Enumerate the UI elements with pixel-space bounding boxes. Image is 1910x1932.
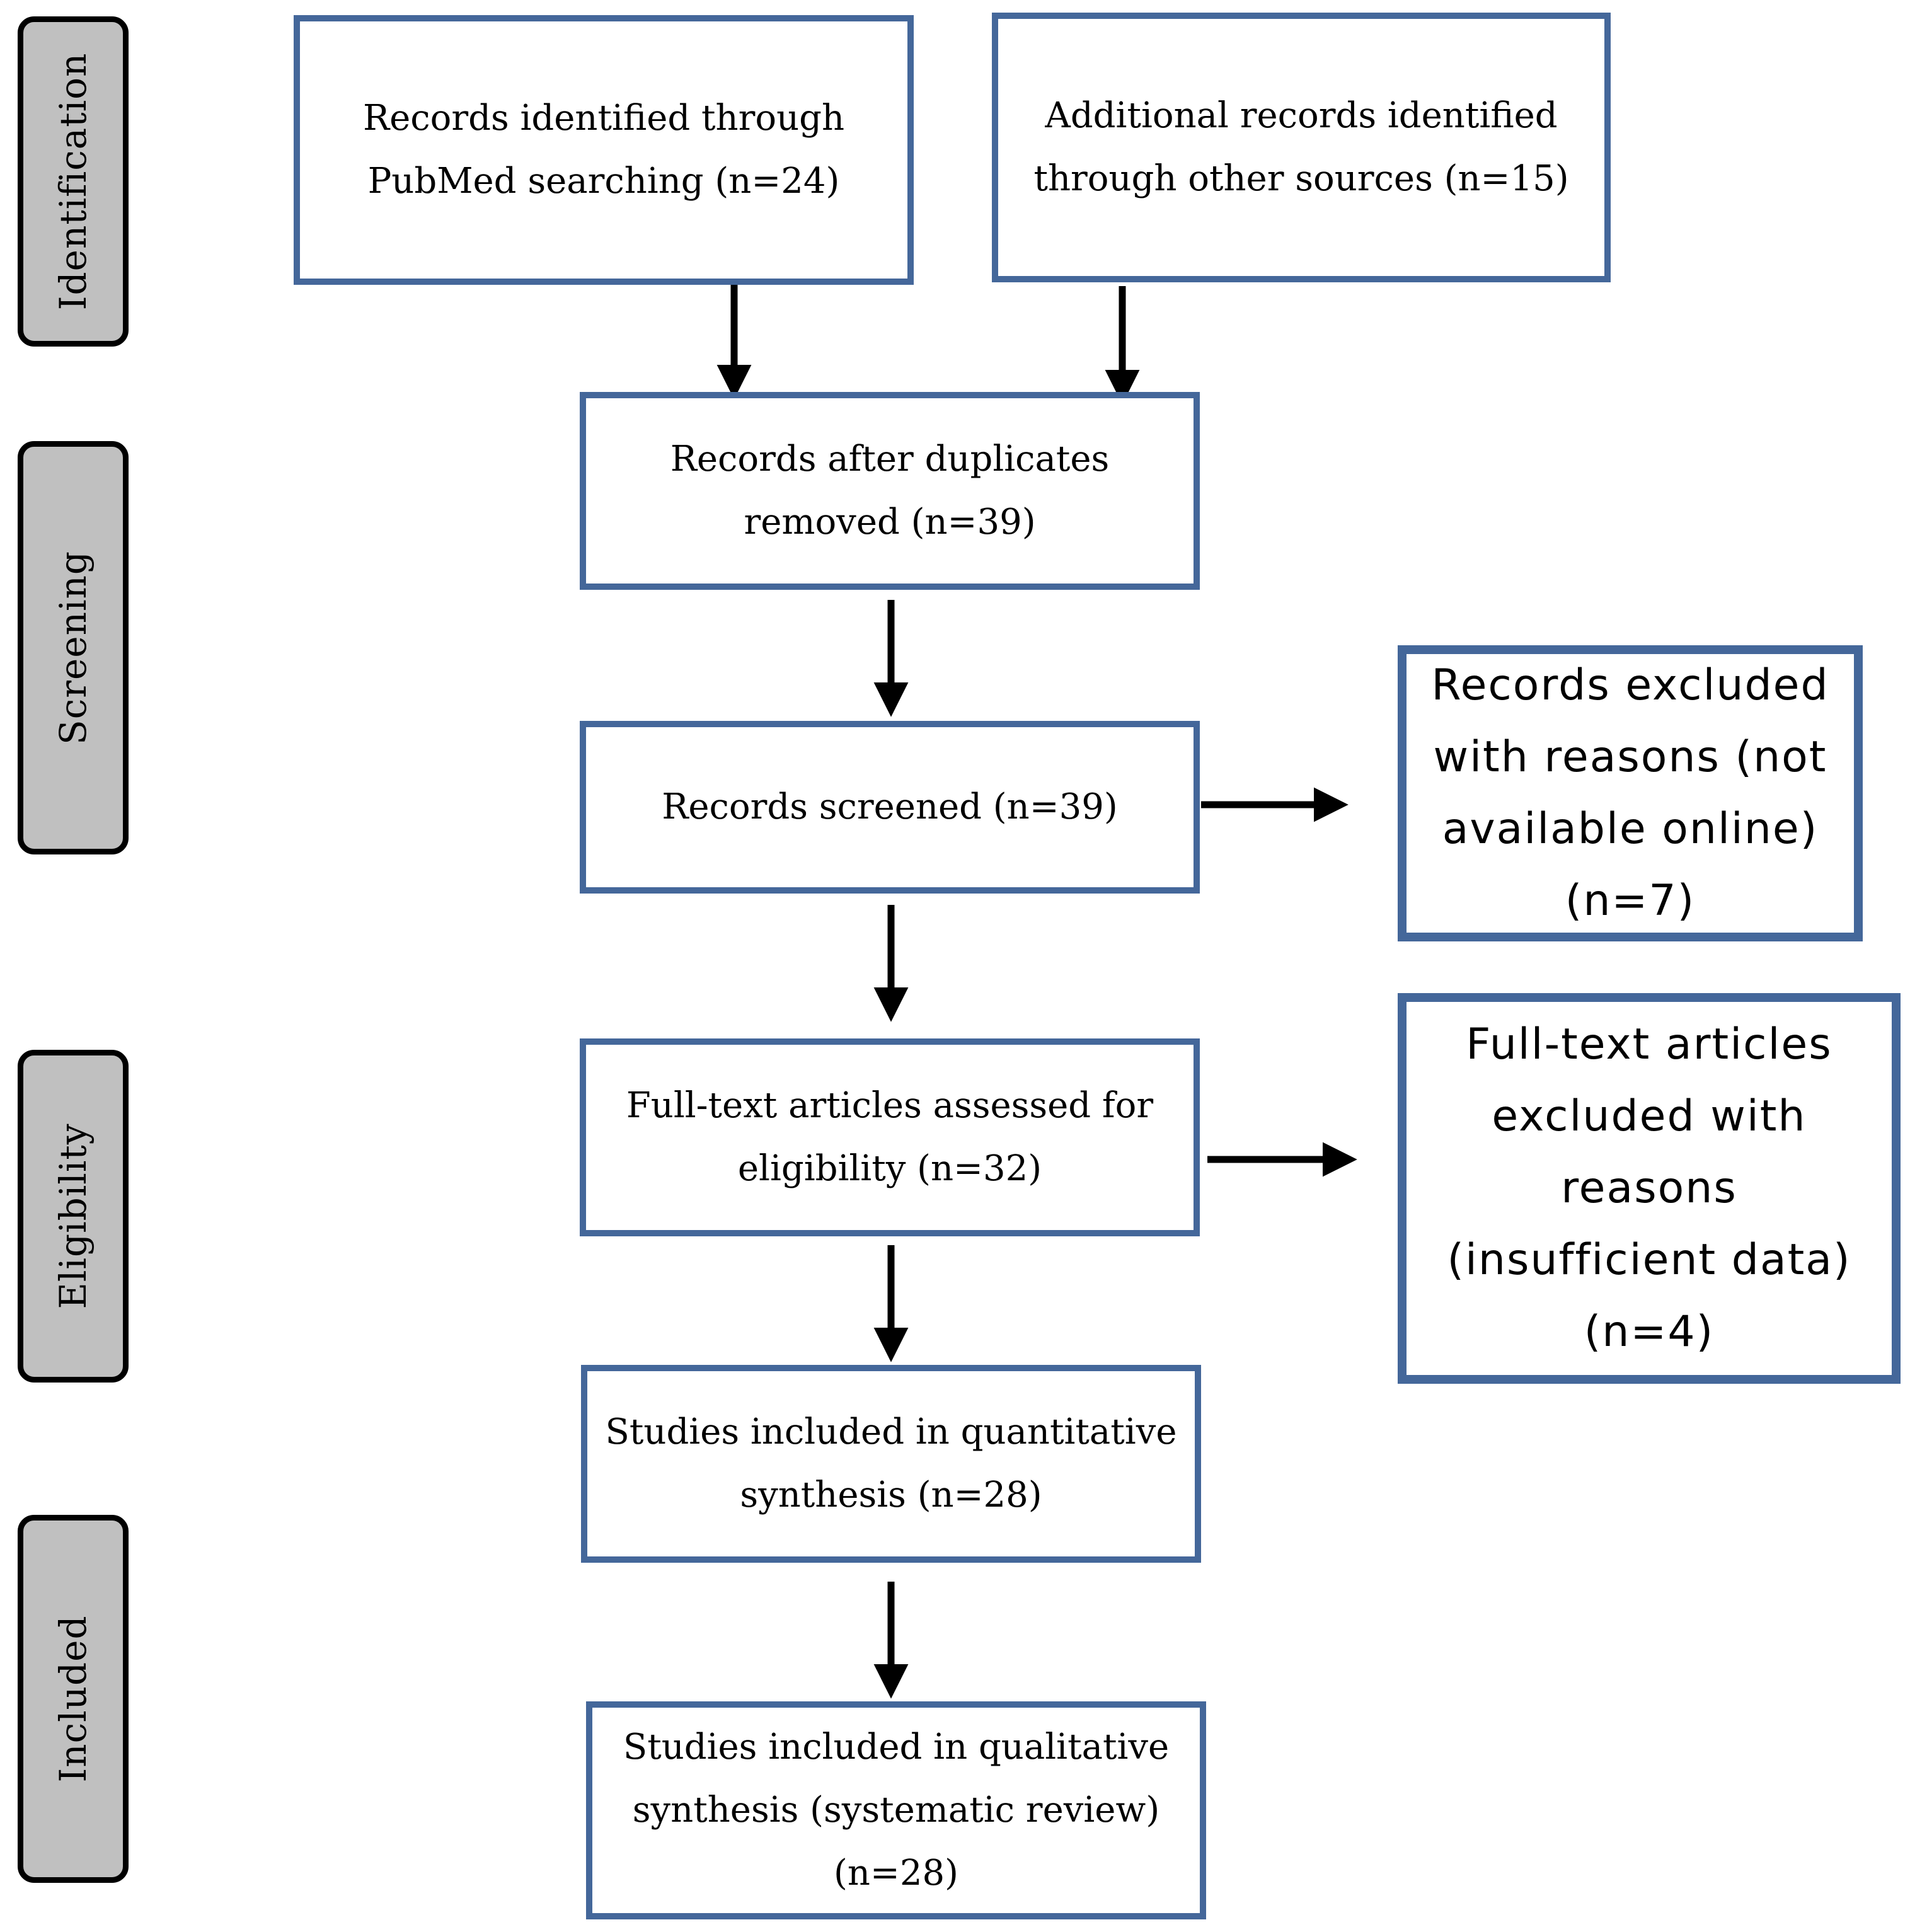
box-fulltext-excluded-text: Full-text articles excluded with reasons…: [1447, 1020, 1851, 1357]
box-quantitative-synthesis-text: Studies included in quantitative synthes…: [605, 1412, 1177, 1515]
box-qualitative-synthesis: Studies included in qualitative synthesi…: [586, 1701, 1206, 1919]
stage-identification: Identification: [18, 16, 129, 347]
box-records-screened: Records screened (n=39): [580, 721, 1200, 894]
box-records-excluded-text: Records excluded with reasons (not avail…: [1431, 660, 1829, 926]
stage-included: Included: [18, 1515, 129, 1883]
box-other-sources: Additional records identified through ot…: [992, 13, 1611, 282]
box-quantitative-synthesis: Studies included in quantitative synthes…: [581, 1365, 1201, 1563]
box-fulltext-assessed-text: Full-text articles assessed for eligibil…: [626, 1085, 1154, 1189]
box-records-excluded: Records excluded with reasons (not avail…: [1398, 645, 1863, 941]
box-pubmed-records-text: Records identified through PubMed search…: [362, 98, 845, 202]
box-other-sources-text: Additional records identified through ot…: [1033, 95, 1569, 199]
box-after-duplicates-text: Records after duplicates removed (n=39): [670, 439, 1110, 543]
box-qualitative-synthesis-text: Studies included in qualitative synthesi…: [623, 1727, 1170, 1894]
stage-screening: Screening: [18, 441, 129, 854]
box-pubmed-records: Records identified through PubMed search…: [294, 15, 914, 285]
box-fulltext-excluded: Full-text articles excluded with reasons…: [1398, 993, 1901, 1384]
box-records-screened-text: Records screened (n=39): [662, 786, 1118, 827]
box-fulltext-assessed: Full-text articles assessed for eligibil…: [580, 1038, 1200, 1236]
box-after-duplicates: Records after duplicates removed (n=39): [580, 392, 1200, 590]
stage-eligibility: Eligibility: [18, 1050, 129, 1383]
